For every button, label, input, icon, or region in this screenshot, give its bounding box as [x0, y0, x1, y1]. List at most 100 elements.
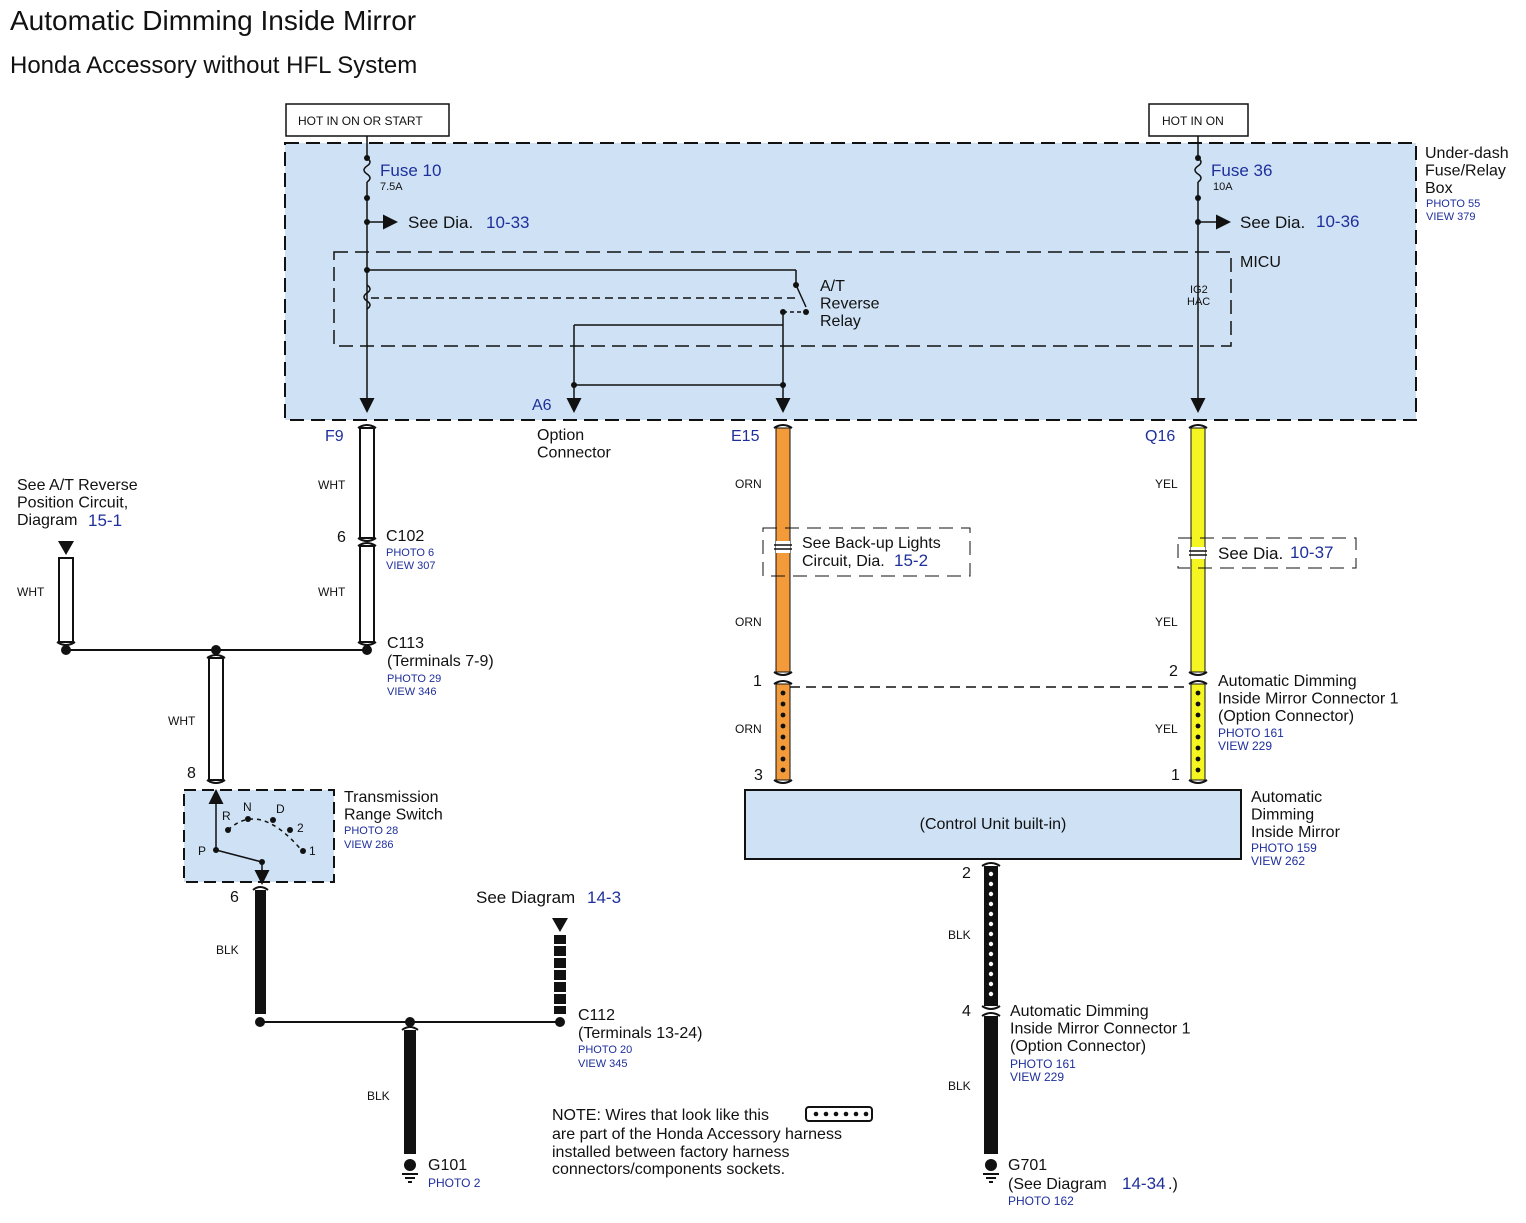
mirror-inner-label: (Control Unit built-in): [920, 816, 1067, 833]
g701-see-prefix: (See Diagram: [1008, 1176, 1107, 1193]
mirror-conn-bot-view: VIEW 229: [1010, 1070, 1064, 1084]
diag143-arrow-icon: [552, 918, 568, 932]
term-f9: F9: [325, 428, 344, 445]
backup-ref-line-1: See Back-up Lights: [802, 535, 941, 552]
note-line-3: installed between factory harness: [552, 1144, 789, 1161]
blk-wire-g101: [404, 1030, 416, 1154]
trs-pos-p: P: [198, 844, 206, 858]
blk-wire-trs: [255, 890, 266, 1014]
diag143-ref[interactable]: 14-3: [587, 888, 621, 907]
orn-label-1: ORN: [735, 477, 762, 491]
backup-ref-box: [762, 527, 971, 577]
page-title: Automatic Dimming Inside Mirror: [10, 5, 416, 36]
note-line-1: NOTE: Wires that look like this: [552, 1107, 769, 1124]
note-line-4: connectors/components sockets.: [552, 1161, 785, 1178]
wht-label-3: WHT: [17, 585, 45, 599]
g701-suffix: .): [1168, 1176, 1178, 1193]
yel-pin-1: 1: [1171, 767, 1180, 784]
yel-ref-prefix: See Dia.: [1218, 544, 1283, 563]
c112-photo: PHOTO 20: [578, 1044, 632, 1056]
atrev-ref-link[interactable]: 15-1: [88, 511, 122, 530]
see-dia-right-ref[interactable]: 10-36: [1316, 212, 1359, 231]
atrev-arrow-icon: [58, 541, 74, 555]
trs-view: VIEW 286: [344, 839, 394, 851]
blk-label-3: BLK: [948, 928, 971, 942]
orn-harness-wire: [773, 680, 793, 784]
yel-label-2: YEL: [1155, 615, 1178, 629]
fuse-box-photo: PHOTO 55: [1426, 198, 1480, 210]
c102-pin: 6: [337, 529, 346, 546]
hot-left-label: HOT IN ON OR START: [298, 114, 423, 128]
yel-label-3: YEL: [1155, 722, 1178, 736]
yel-ref-link[interactable]: 10-37: [1290, 543, 1333, 562]
fuse-36-label: Fuse 36: [1211, 161, 1272, 180]
fuse-box-view: VIEW 379: [1426, 211, 1476, 223]
trs-pin-bot: 6: [230, 889, 239, 906]
blk-label-2: BLK: [367, 1089, 390, 1103]
trs-switch: [208, 789, 304, 885]
trs-pos-1: 1: [309, 844, 316, 858]
c102-photo: PHOTO 6: [386, 547, 434, 559]
see-dia-right-prefix: See Dia.: [1240, 213, 1305, 232]
c112-label: C112: [578, 1007, 615, 1024]
page-subtitle: Honda Accessory without HFL System: [10, 52, 417, 79]
c112-terms: (Terminals 13-24): [578, 1025, 702, 1042]
wht-label-2: WHT: [318, 585, 346, 599]
hot-right-label: HOT IN ON: [1162, 114, 1224, 128]
wht-wire-f9: [357, 424, 377, 646]
trs-pos-2: 2: [297, 821, 304, 835]
backup-ref-line-2: Circuit, Dia.: [802, 553, 885, 570]
g101-ground-icon: [402, 1159, 418, 1183]
micu-label: MICU: [1240, 254, 1281, 271]
backup-ref-link[interactable]: 15-2: [894, 551, 928, 570]
yel-harness-wire: [1188, 680, 1208, 784]
mirror-box: [744, 789, 1242, 860]
mirror-conn-bot-photo: PHOTO 161: [1010, 1057, 1076, 1071]
g701-label: G701: [1008, 1157, 1047, 1174]
blk-harness-wire: [981, 862, 1001, 1010]
c112-harness-wire: [554, 935, 566, 1014]
orn-label-2: ORN: [735, 615, 762, 629]
mirror-conn-top-photo: PHOTO 161: [1218, 726, 1284, 740]
note-harness-sample-icon: [805, 1106, 873, 1122]
blk-wire-g701: [984, 1016, 998, 1154]
diag143-prefix: See Diagram: [476, 888, 575, 907]
g701-photo: PHOTO 162: [1008, 1194, 1074, 1208]
c102-view: VIEW 307: [386, 560, 436, 572]
hot-right-box: HOT IN ON: [1148, 103, 1249, 137]
orn-pin-3: 3: [754, 767, 763, 784]
wht-label-4: WHT: [168, 714, 196, 728]
fuse-10-label: Fuse 10: [380, 161, 441, 180]
hot-left-box: HOT IN ON OR START: [285, 103, 450, 137]
term-a6: A6: [532, 397, 552, 414]
mirror-conn-top-view: VIEW 229: [1218, 739, 1272, 753]
c102-label: C102: [386, 528, 424, 545]
trs-pin-top: 8: [187, 765, 196, 782]
c113-photo: PHOTO 29: [387, 673, 441, 685]
c113-view: VIEW 346: [387, 686, 437, 698]
term-e15: E15: [731, 428, 760, 445]
g101-photo: PHOTO 2: [428, 1176, 481, 1190]
blk-label-1: BLK: [216, 943, 239, 957]
fuse-10-rating: 7.5A: [380, 181, 403, 193]
blk-label-4: BLK: [948, 1079, 971, 1093]
wht-wire-trs: [208, 657, 224, 781]
trs-box: [183, 789, 335, 883]
c113-label: C113: [387, 635, 424, 652]
trs-pos-d: D: [276, 802, 285, 816]
mirror-view: VIEW 262: [1251, 854, 1305, 868]
note-line-2: are part of the Honda Accessory harness: [552, 1126, 842, 1143]
see-dia-left-ref[interactable]: 10-33: [486, 213, 529, 232]
g701-ref[interactable]: 14-34: [1122, 1174, 1165, 1193]
term-q16: Q16: [1145, 428, 1175, 445]
c112-view: VIEW 345: [578, 1058, 628, 1070]
blk-pin-2: 2: [962, 865, 971, 882]
